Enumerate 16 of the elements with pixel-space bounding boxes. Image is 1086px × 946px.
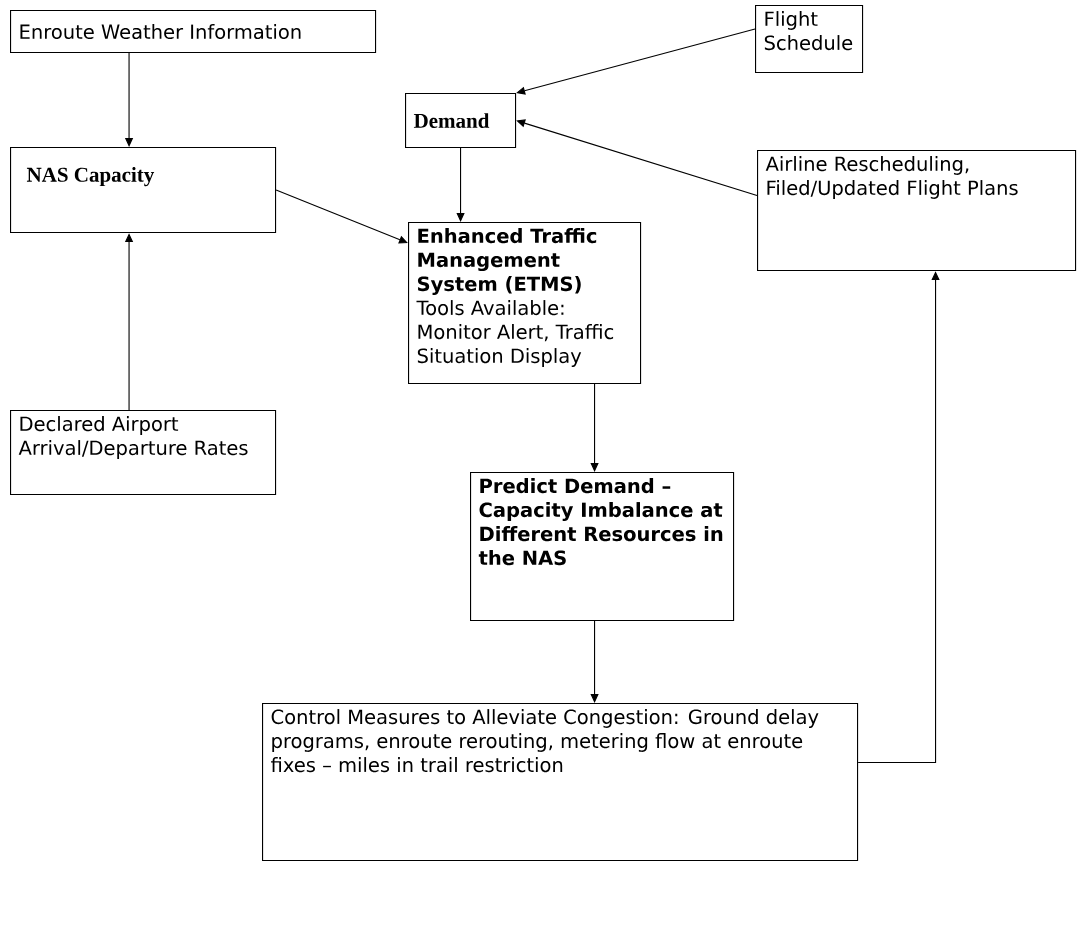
text-box: Demand — [405, 93, 517, 149]
text-box: Airline Rescheduling, Filed/Updated Flight Plans — [757, 150, 1077, 272]
text-box: Flight Schedule — [755, 5, 864, 74]
text-box: NAS Capacity — [10, 147, 277, 234]
text-box: Control Measures to Alleviate Congestion: Ground delay programs, enroute rerouting, metering flow at enroute fixes – miles in trail restriction — [262, 703, 859, 862]
arrow — [516, 119, 758, 197]
arrow — [516, 28, 756, 95]
arrow — [456, 147, 465, 222]
arrow — [275, 189, 408, 244]
arrow — [590, 383, 599, 472]
arrow — [590, 620, 599, 703]
text-box: Predict Demand – Capacity Imbalance at Different Resources in the NAS — [470, 472, 735, 622]
text-box: Enhanced Traffic Management System (ETMS) Tools Available: Monitor Alert, Traffic Situation Display — [408, 222, 642, 385]
arrow — [857, 271, 940, 764]
text-box: Declared Airport Arrival/Departure Rates — [10, 410, 277, 496]
text-box: Enroute Weather Information — [10, 10, 377, 54]
